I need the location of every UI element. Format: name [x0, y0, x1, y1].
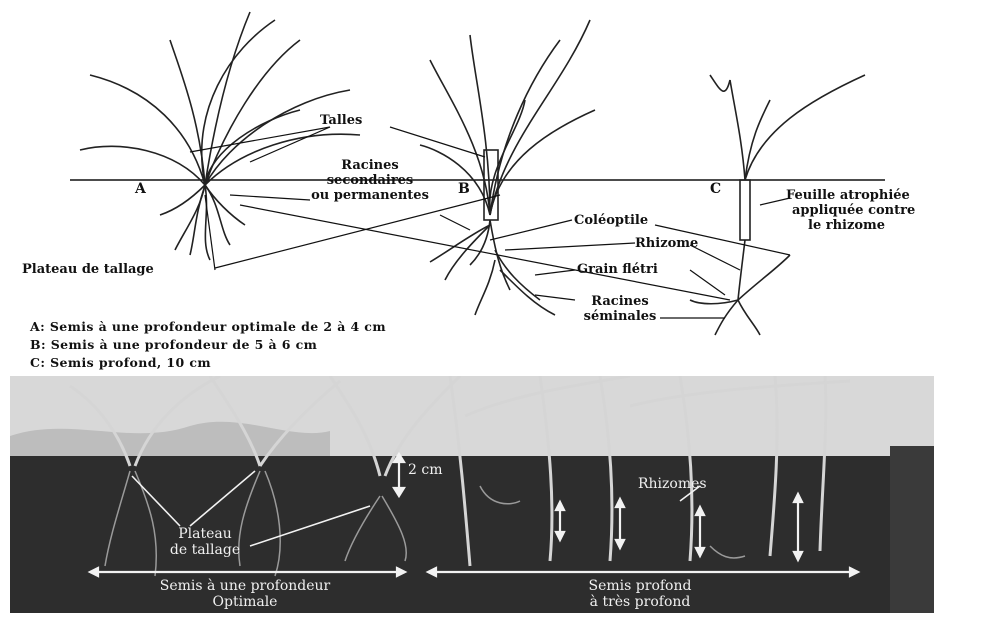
photo-optimal-line1: Semis à une profondeur — [80, 578, 410, 594]
label-racines-line1: Racines — [295, 158, 445, 173]
label-feuille-atrophiee: Feuille atrophiée appliquée contre le rh… — [786, 188, 946, 233]
label-rhizome: Rhizome — [635, 236, 698, 251]
label-racines-line3: ou permanentes — [295, 188, 445, 203]
photo-label-rhizomes: Rhizomes — [638, 476, 707, 492]
label-seminales-line2: séminales — [565, 309, 675, 324]
legend-key-a: A — [30, 319, 40, 334]
seedling-photo: 2 cm Rhizomes Plateau de tallage Semis à… — [10, 376, 934, 613]
label-racines-seminales: Racines séminales — [565, 294, 675, 324]
label-seminales-line1: Racines — [565, 294, 675, 309]
label-racines-line2: secondaires — [295, 173, 445, 188]
legend-text-c: : Semis profond, 10 cm — [40, 355, 211, 370]
plant-a-drawing — [80, 12, 360, 260]
label-feuille-line1: Feuille atrophiée — [786, 188, 946, 203]
legend-key-c: C — [30, 355, 40, 370]
photo-deep-line1: Semis profond — [510, 578, 770, 594]
photo-label-plateau: Plateau de tallage — [150, 526, 260, 558]
plant-label-b: B — [458, 182, 470, 197]
legend-item-a: A: Semis à une profondeur optimale de 2 … — [30, 319, 386, 334]
photo-deep-line2: à très profond — [510, 594, 770, 610]
photo-label-optimal-range: Semis à une profondeur Optimale — [80, 578, 410, 610]
legend-text-b: : Semis à une profondeur de 5 à 6 cm — [41, 337, 317, 352]
label-feuille-line3: le rhizome — [786, 218, 946, 233]
label-talles: Talles — [320, 113, 362, 128]
photo-plateau-line2: de tallage — [150, 542, 260, 558]
legend-item-c: C: Semis profond, 10 cm — [30, 355, 211, 370]
label-racines-secondaires: Racines secondaires ou permanentes — [295, 158, 445, 203]
photo-label-depth: 2 cm — [408, 462, 442, 478]
legend-text-a: : Semis à une profondeur optimale de 2 à… — [40, 319, 386, 334]
label-feuille-line2: appliquée contre — [786, 203, 946, 218]
photo-plateau-line1: Plateau — [150, 526, 260, 542]
label-grain-fletri: Grain flétri — [577, 262, 658, 277]
photo-label-deep-range: Semis profond à très profond — [510, 578, 770, 610]
photo-optimal-line2: Optimale — [80, 594, 410, 610]
label-plateau-de-tallage: Plateau de tallage — [22, 262, 154, 277]
label-coleoptile: Coléoptile — [574, 213, 648, 228]
legend-key-b: B — [30, 337, 41, 352]
plant-label-c: C — [710, 182, 721, 197]
legend-item-b: B: Semis à une profondeur de 5 à 6 cm — [30, 337, 317, 352]
plant-label-a: A — [135, 182, 146, 197]
